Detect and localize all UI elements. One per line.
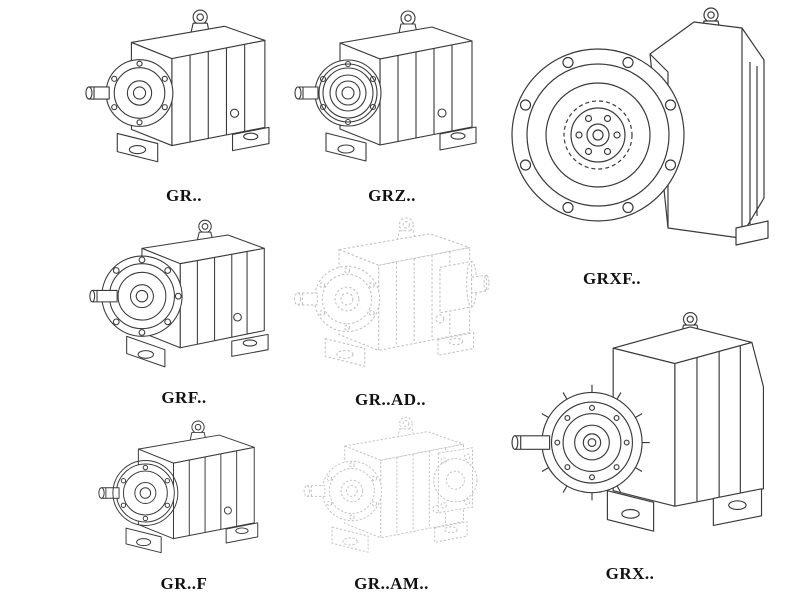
grad-drawing xyxy=(288,210,490,388)
figure-grxf: GRXF.. xyxy=(498,2,790,291)
grfoot-label: GR..F xyxy=(160,574,208,593)
gram-drawing xyxy=(288,410,478,572)
figure-grf: GRF.. xyxy=(80,214,288,410)
grf-drawing xyxy=(80,214,288,386)
grxf-drawing xyxy=(498,2,790,267)
figure-grx: GRX.. xyxy=(498,300,790,586)
figure-gram: GR..AM.. xyxy=(288,410,495,596)
figure-gr: GR.. xyxy=(80,2,288,208)
grfoot-drawing xyxy=(80,414,288,572)
gram-label: GR..AM.. xyxy=(354,574,429,593)
grad-label: GR..AD.. xyxy=(354,390,427,409)
grz-label: GRZ.. xyxy=(368,186,416,205)
figure-grad: GR..AD.. xyxy=(288,210,493,412)
grxf-label: GRXF.. xyxy=(582,269,642,288)
gr-label: GR.. xyxy=(166,186,202,205)
grz-drawing xyxy=(292,2,492,184)
figure-grfoot: GR..F xyxy=(80,414,288,596)
grf-label: GRF.. xyxy=(161,388,207,407)
grx-label: GRX.. xyxy=(605,564,655,583)
gr-drawing xyxy=(80,2,288,184)
grx-drawing xyxy=(498,300,790,562)
figure-grz: GRZ.. xyxy=(292,2,492,208)
